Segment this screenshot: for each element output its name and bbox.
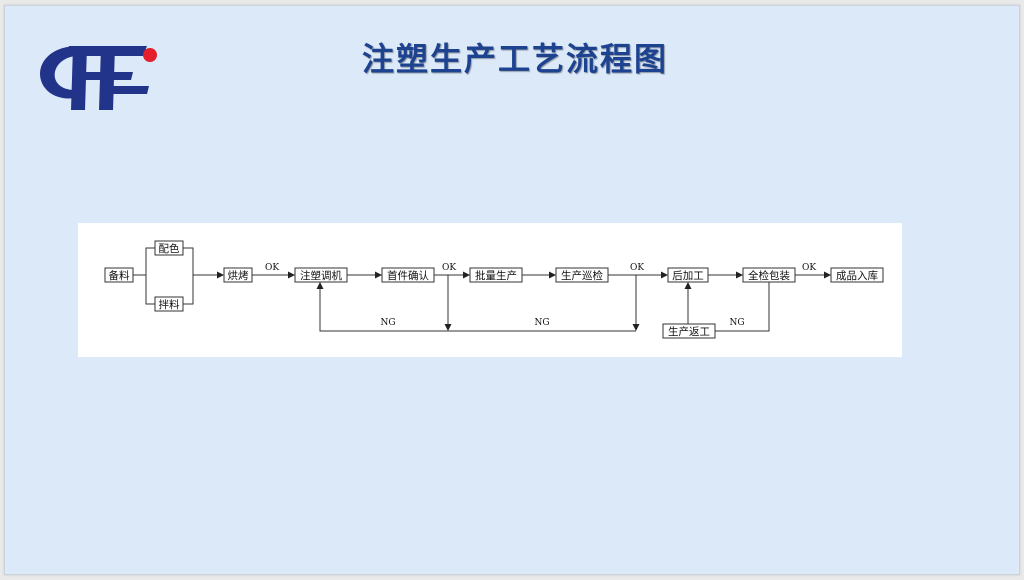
label-ok-first-article: OK: [442, 263, 456, 273]
process-flowchart: 备料 配色 拌料 烘烤 注塑调机 首件确认 批量生产 生产巡检 后加工 全检包装…: [104, 240, 884, 339]
label-ok-patrol: OK: [630, 263, 644, 273]
page-title: 注塑生产工艺流程图: [361, 40, 668, 78]
node-rework: 生产返工: [668, 325, 710, 338]
node-color-match: 配色: [159, 242, 180, 255]
edge-color-merge: [183, 247, 194, 305]
label-ok-packing: OK: [802, 263, 816, 273]
node-first-article: 首件确认: [387, 269, 429, 282]
node-prepare: 备料: [109, 269, 130, 282]
node-warehousing: 成品入库: [836, 269, 878, 282]
hf-logo-icon: [40, 46, 157, 110]
node-batch-production: 批量生产: [475, 269, 517, 282]
edge-ng-full-rework: [715, 282, 770, 332]
node-mix: 拌料: [159, 298, 180, 311]
node-machine-setup: 注塑调机: [300, 269, 342, 282]
label-ok-drying: OK: [265, 263, 279, 273]
node-box-warehousing: [830, 267, 884, 283]
node-patrol-inspection: 生产巡检: [561, 269, 603, 282]
edge-ng-return: [316, 282, 636, 332]
slide: 注塑生产工艺流程图: [4, 5, 1020, 575]
node-full-inspection-packing: 全检包装: [748, 269, 790, 282]
label-ng-patrol: NG: [534, 318, 549, 328]
edge-prepare-mix: [145, 275, 155, 305]
node-drying: 烘烤: [228, 269, 249, 282]
node-post-processing: 后加工: [672, 270, 704, 282]
flowchart-panel: 备料 配色 拌料 烘烤 注塑调机 首件确认 批量生产 生产巡检 后加工 全检包装…: [78, 223, 902, 357]
label-ng-full-inspection: NG: [729, 318, 744, 328]
label-ng-first-article: NG: [380, 318, 395, 328]
edge-prepare-branch: [133, 247, 155, 276]
